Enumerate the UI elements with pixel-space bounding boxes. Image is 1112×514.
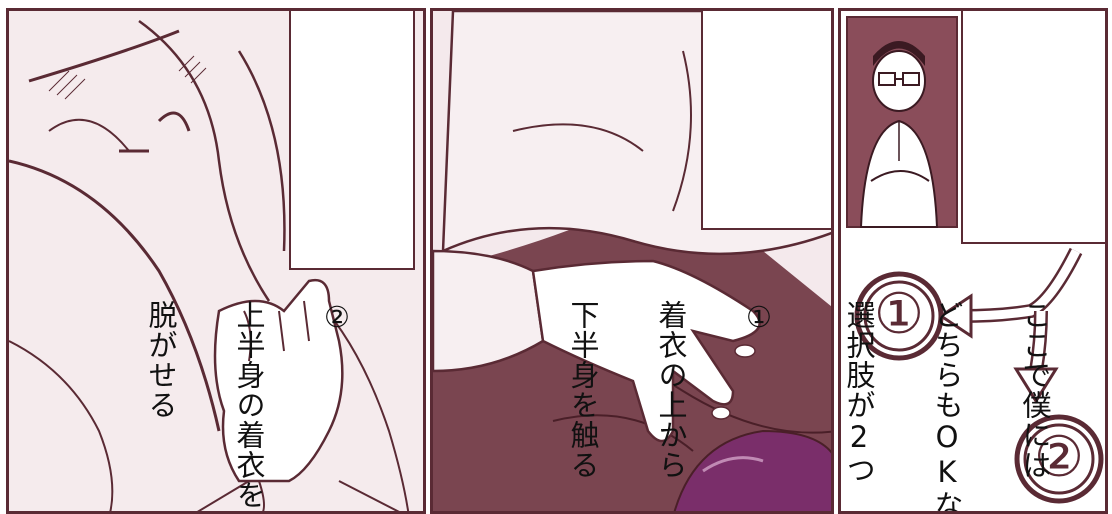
caption-option-1-number: ① xyxy=(742,300,776,335)
narrator-figure xyxy=(859,41,939,228)
caption-option-1-line1: 着衣の上から xyxy=(654,300,688,480)
option-2-label: ② xyxy=(1033,425,1085,490)
caption-narration-line3: 選択肢が2つ xyxy=(842,300,876,485)
panel-left: ② 上半身の着衣を 脱がせる xyxy=(6,8,426,514)
caption-option-2-number: ② xyxy=(320,300,354,335)
caption-narration-line2: どちらもOKな xyxy=(930,300,964,514)
panel-middle: ① 着衣の上から 下半身を触る xyxy=(430,8,834,514)
panel-right: ① ② ここで僕には どちらもOKな 選択肢が2つ xyxy=(838,8,1108,514)
option-1-label: ① xyxy=(873,282,925,347)
caption-option-1-line2: 下半身を触る xyxy=(566,300,600,480)
panel-right-art xyxy=(846,16,1104,504)
caption-option-2-line1: 上半身の着衣を xyxy=(232,300,266,510)
panel-middle-art xyxy=(433,11,831,511)
caption-option-1: ① 着衣の上から 下半身を触る xyxy=(566,11,831,480)
caption-narration-line1: ここで僕には xyxy=(1018,300,1052,480)
caption-option-2-line2: 脱がせる xyxy=(144,300,178,420)
caption-narration: ここで僕には どちらもOKな 選択肢が2つ xyxy=(842,11,1105,511)
caption-option-2: ② 上半身の着衣を 脱がせる xyxy=(144,11,415,510)
